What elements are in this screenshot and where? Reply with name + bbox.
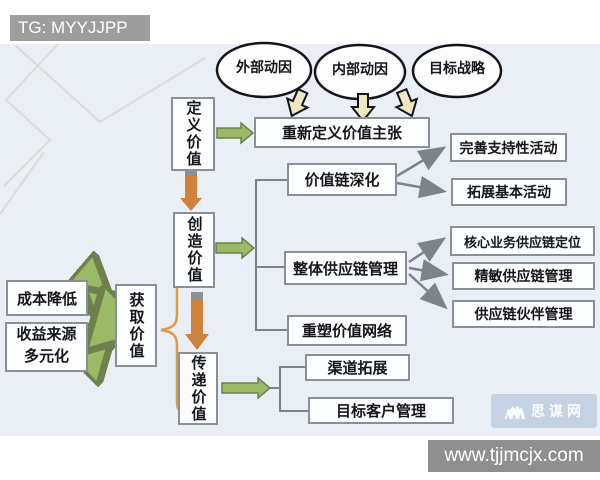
green-double-arrow-icons bbox=[94, 297, 108, 342]
background-scribble-lines bbox=[0, 43, 206, 215]
node-target-customer-mgmt: 目标客户管理 bbox=[308, 397, 454, 424]
node-define-value: 定义价值 bbox=[171, 97, 215, 171]
node-reshape-value-network: 重塑价值网络 bbox=[287, 315, 407, 346]
target-strategy-label: 目标战略 bbox=[429, 62, 485, 77]
node-improve-support-activities: 完善支持性活动 bbox=[450, 133, 567, 162]
down-arrow-icon bbox=[394, 87, 419, 118]
orange-down-arrow-icon bbox=[180, 170, 202, 211]
site-url-badge: www.tjjmcjx.com bbox=[428, 440, 600, 472]
camel-icon bbox=[505, 406, 525, 420]
external-driver-label: 外部动因 bbox=[236, 61, 292, 76]
gray-fan-arrows bbox=[396, 146, 449, 310]
site-watermark-badge: 思谋网 bbox=[491, 394, 597, 428]
right-arrow-icon bbox=[215, 236, 256, 260]
node-channel-expansion: 渠道拓展 bbox=[305, 354, 410, 381]
tag-watermark-badge: TG: MYYJJPP bbox=[10, 15, 150, 41]
internal-driver-label: 内部动因 bbox=[332, 63, 388, 78]
node-capture-value: 获取价值 bbox=[115, 284, 157, 367]
down-arrow-icon bbox=[285, 87, 310, 118]
node-scm-partner-mgmt: 供应链伙伴管理 bbox=[452, 300, 595, 328]
double-headed-arrow-icon bbox=[94, 328, 108, 342]
node-create-value: 创造价值 bbox=[173, 212, 215, 288]
node-redefine-value-proposition: 重新定义价值主张 bbox=[254, 117, 430, 148]
node-deliver-value: 传递价值 bbox=[178, 352, 218, 425]
node-core-business-scm-positioning: 核心业务供应链定位 bbox=[450, 226, 595, 256]
right-arrow-icon bbox=[216, 121, 255, 145]
orange-down-arrow-icon bbox=[185, 292, 209, 350]
green-right-arrow-icons bbox=[215, 121, 272, 400]
double-headed-arrow-icon bbox=[94, 297, 108, 309]
down-arrow-icon bbox=[349, 93, 377, 123]
cream-down-arrow-icons bbox=[285, 87, 419, 123]
node-revenue-source-diversification: 收益来源 多元化 bbox=[5, 322, 88, 372]
node-overall-supply-chain-mgmt: 整体供应链管理 bbox=[284, 251, 407, 285]
node-expand-basic-activities: 拓展基本活动 bbox=[451, 178, 567, 206]
revenue-source-line2: 多元化 bbox=[23, 349, 69, 365]
revenue-source-line1: 收益来源 bbox=[16, 327, 77, 344]
node-cost-reduction: 成本降低 bbox=[6, 280, 88, 316]
target-strategy-ellipse bbox=[411, 43, 503, 99]
external-driver-ellipse bbox=[215, 41, 313, 99]
node-value-chain-deepening: 价值链深化 bbox=[287, 163, 397, 196]
connector-lines bbox=[255, 179, 308, 412]
right-arrow-icon bbox=[221, 376, 272, 400]
node-lean-agile-scm-mgmt: 精敏供应链管理 bbox=[452, 262, 595, 290]
watermark-text: 思谋网 bbox=[531, 405, 585, 420]
driver-ellipses bbox=[215, 41, 503, 101]
